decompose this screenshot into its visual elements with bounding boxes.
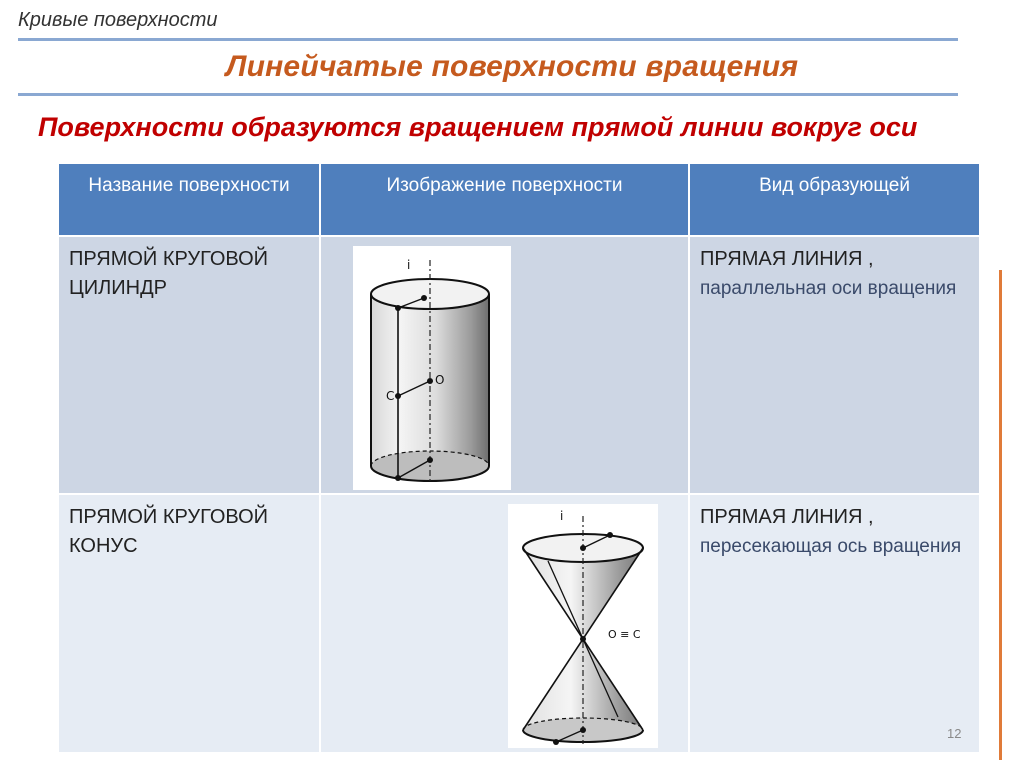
section-label: Кривые поверхности [18,9,218,31]
surface-name: ПРЯМОЙ КРУГОВОЙ КОНУС [69,506,268,557]
generatrix-detail: пересекающая ось вращения [700,536,962,557]
generatrix-detail: параллельная оси вращения [700,278,957,299]
axis-label: i [407,258,410,272]
cylinder-figure: i О С [353,246,511,490]
top-divider [18,38,958,41]
table-row-cone-name: ПРЯМОЙ КРУГОВОЙ КОНУС [59,495,321,754]
title-divider [18,93,958,96]
page-number: 12 [947,726,962,741]
cone-figure: i О ≡ С [508,504,658,748]
table-row-cone-generatrix: ПРЯМАЯ ЛИНИЯ , пересекающая ось вращения [690,495,981,754]
table-row-cone-image: i О ≡ С [321,495,690,754]
point-oc-label: О ≡ С [608,628,641,641]
surface-name: ПРЯМОЙ КРУГОВОЙ ЦИЛИНДР [69,248,268,299]
generatrix-main: ПРЯМАЯ ЛИНИЯ , [700,506,874,528]
surfaces-table: Название поверхности Изображение поверхн… [59,164,981,754]
accent-bar [999,270,1002,760]
column-header-generatrix: Вид образующей [690,164,981,237]
column-header-name: Название поверхности [59,164,321,237]
point-o-label: О [435,373,444,387]
axis-label: i [560,509,563,523]
slide-subtitle: Поверхности образуются вращением прямой … [38,112,918,142]
generatrix-main: ПРЯМАЯ ЛИНИЯ , [700,248,874,270]
table-row-cylinder-generatrix: ПРЯМАЯ ЛИНИЯ , параллельная оси вращения [690,237,981,495]
column-header-image: Изображение поверхности [321,164,690,237]
slide-title: Линейчатые поверхности вращения [225,50,799,83]
table-row-cylinder-image: i О С [321,237,690,495]
table-row-cylinder-name: ПРЯМОЙ КРУГОВОЙ ЦИЛИНДР [59,237,321,495]
point-c-label: С [386,389,394,403]
